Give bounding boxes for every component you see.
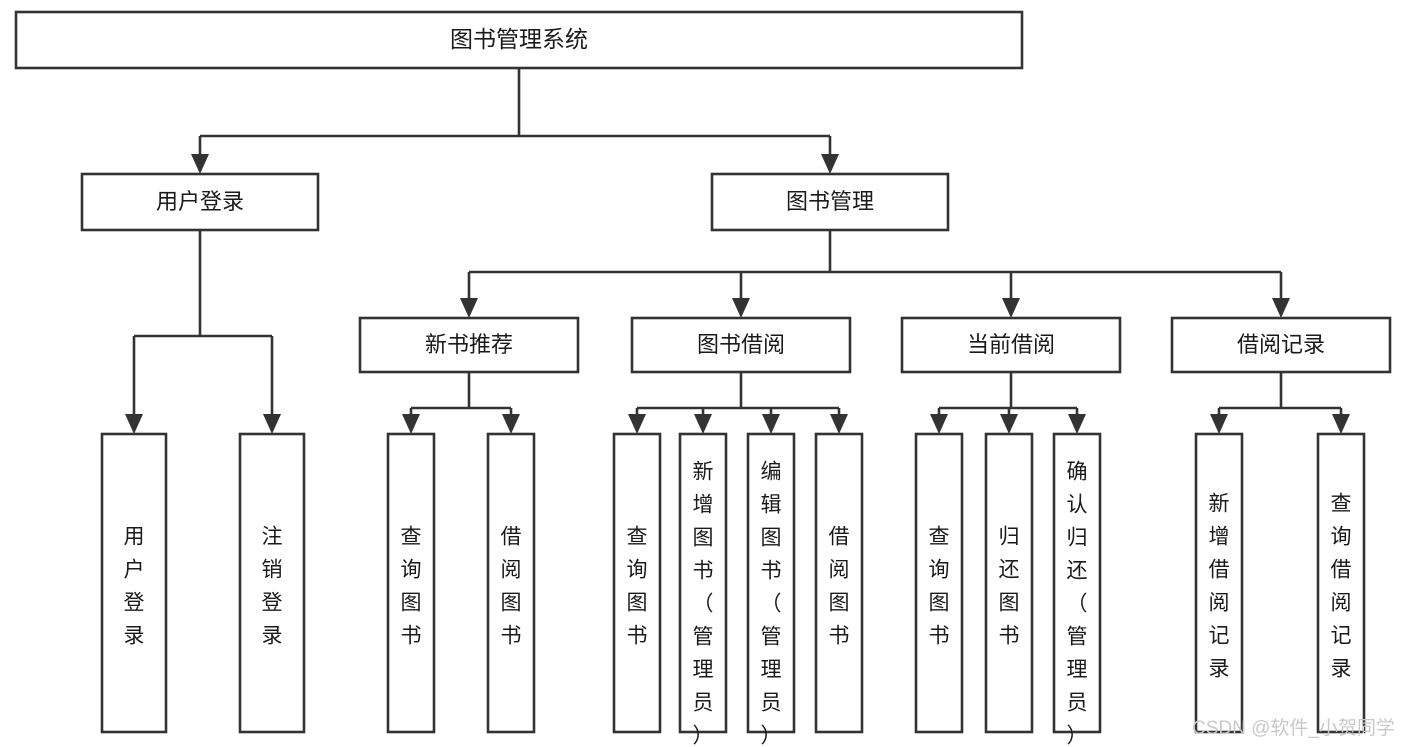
node-box[interactable]: [386, 432, 436, 734]
arrow-head-icon: [694, 414, 712, 434]
arrow-head-icon: [1002, 298, 1020, 318]
arrow-head-icon: [263, 414, 281, 434]
arrow-head-icon: [1272, 298, 1290, 318]
arrow-head-icon: [502, 414, 520, 434]
node-label: 图书管理系统: [450, 26, 588, 52]
csdn-watermark: CSDN @软件_小贺同学: [1192, 717, 1395, 739]
node-label: 新增借阅记录: [1209, 492, 1230, 680]
flow-node[interactable]: 查询图书: [386, 432, 436, 734]
node-box[interactable]: [630, 316, 852, 374]
flow-node[interactable]: 新增借阅记录: [1194, 432, 1244, 734]
node-label: 查询图书: [627, 525, 648, 647]
arrow-head-icon: [402, 414, 420, 434]
node-box[interactable]: [1194, 432, 1244, 734]
flow-node[interactable]: 图书管理系统: [14, 10, 1024, 70]
node-box[interactable]: [678, 432, 728, 734]
arrow-head-icon: [821, 154, 839, 174]
node-layer: 图书管理系统用户登录用户登录注销登录图书管理新书推荐查询图书借阅图书图书借阅查询…: [14, 10, 1392, 747]
node-box[interactable]: [238, 432, 306, 734]
node-box[interactable]: [914, 432, 964, 734]
node-label: 借阅图书: [501, 525, 522, 647]
flow-node[interactable]: 新书推荐: [358, 316, 580, 374]
node-box[interactable]: [984, 432, 1034, 734]
node-box[interactable]: [710, 172, 950, 232]
node-box[interactable]: [486, 432, 536, 734]
node-box[interactable]: [1052, 432, 1102, 734]
flow-node[interactable]: 借阅记录: [1170, 316, 1392, 374]
flow-node[interactable]: 借阅图书: [814, 432, 864, 734]
arrow-head-icon: [762, 414, 780, 434]
node-box[interactable]: [1170, 316, 1392, 374]
arrow-head-icon: [1000, 414, 1018, 434]
arrow-head-icon: [628, 414, 646, 434]
node-label: 查询图书: [929, 525, 950, 647]
node-box[interactable]: [14, 10, 1024, 70]
flow-node[interactable]: 图书管理: [710, 172, 950, 232]
node-label: 用户登录: [124, 525, 145, 647]
flow-node[interactable]: 查询图书: [914, 432, 964, 734]
flow-node[interactable]: 注销登录: [238, 432, 306, 734]
node-label: 确认归还（管理员）: [1067, 460, 1088, 747]
node-label: 新书推荐: [425, 332, 513, 357]
arrow-head-icon: [1332, 414, 1350, 434]
arrow-head-icon: [1210, 414, 1228, 434]
node-label: 图书管理: [786, 189, 874, 214]
flow-node[interactable]: 图书借阅: [630, 316, 852, 374]
node-box[interactable]: [100, 432, 168, 734]
node-label: 新增图书（管理员）: [693, 460, 714, 747]
flow-node[interactable]: 新增图书（管理员）: [678, 432, 728, 747]
flow-node[interactable]: 确认归还（管理员）: [1052, 432, 1102, 747]
arrow-head-icon: [125, 414, 143, 434]
arrow-head-icon: [830, 414, 848, 434]
flow-node[interactable]: 编辑图书（管理员）: [746, 432, 796, 747]
node-label: 借阅记录: [1237, 332, 1325, 357]
node-label: 图书借阅: [697, 332, 785, 357]
arrow-head-icon: [1068, 414, 1086, 434]
node-box[interactable]: [612, 432, 662, 734]
arrow-head-icon: [191, 154, 209, 174]
flow-node[interactable]: 当前借阅: [900, 316, 1122, 374]
flow-node[interactable]: 借阅图书: [486, 432, 536, 734]
node-label: 编辑图书（管理员）: [761, 460, 782, 747]
node-label: 借阅图书: [829, 525, 850, 647]
node-label: 查询图书: [401, 525, 422, 647]
node-label: 查询借阅记录: [1331, 492, 1352, 680]
node-box[interactable]: [814, 432, 864, 734]
node-box[interactable]: [358, 316, 580, 374]
node-box[interactable]: [746, 432, 796, 734]
flow-node[interactable]: 查询图书: [612, 432, 662, 734]
connector-layer: [125, 68, 1350, 434]
flow-node[interactable]: 用户登录: [100, 432, 168, 734]
flow-node[interactable]: 用户登录: [80, 172, 320, 232]
node-box[interactable]: [1316, 432, 1366, 734]
node-label: 归还图书: [999, 525, 1020, 647]
arrow-head-icon: [732, 298, 750, 318]
arrow-head-icon: [460, 298, 478, 318]
node-label: 当前借阅: [967, 332, 1055, 357]
node-label: 用户登录: [156, 189, 244, 214]
arrow-head-icon: [930, 414, 948, 434]
flow-node[interactable]: 归还图书: [984, 432, 1034, 734]
node-box[interactable]: [900, 316, 1122, 374]
node-label: 注销登录: [262, 525, 283, 647]
flow-node[interactable]: 查询借阅记录: [1316, 432, 1366, 734]
node-box[interactable]: [80, 172, 320, 232]
